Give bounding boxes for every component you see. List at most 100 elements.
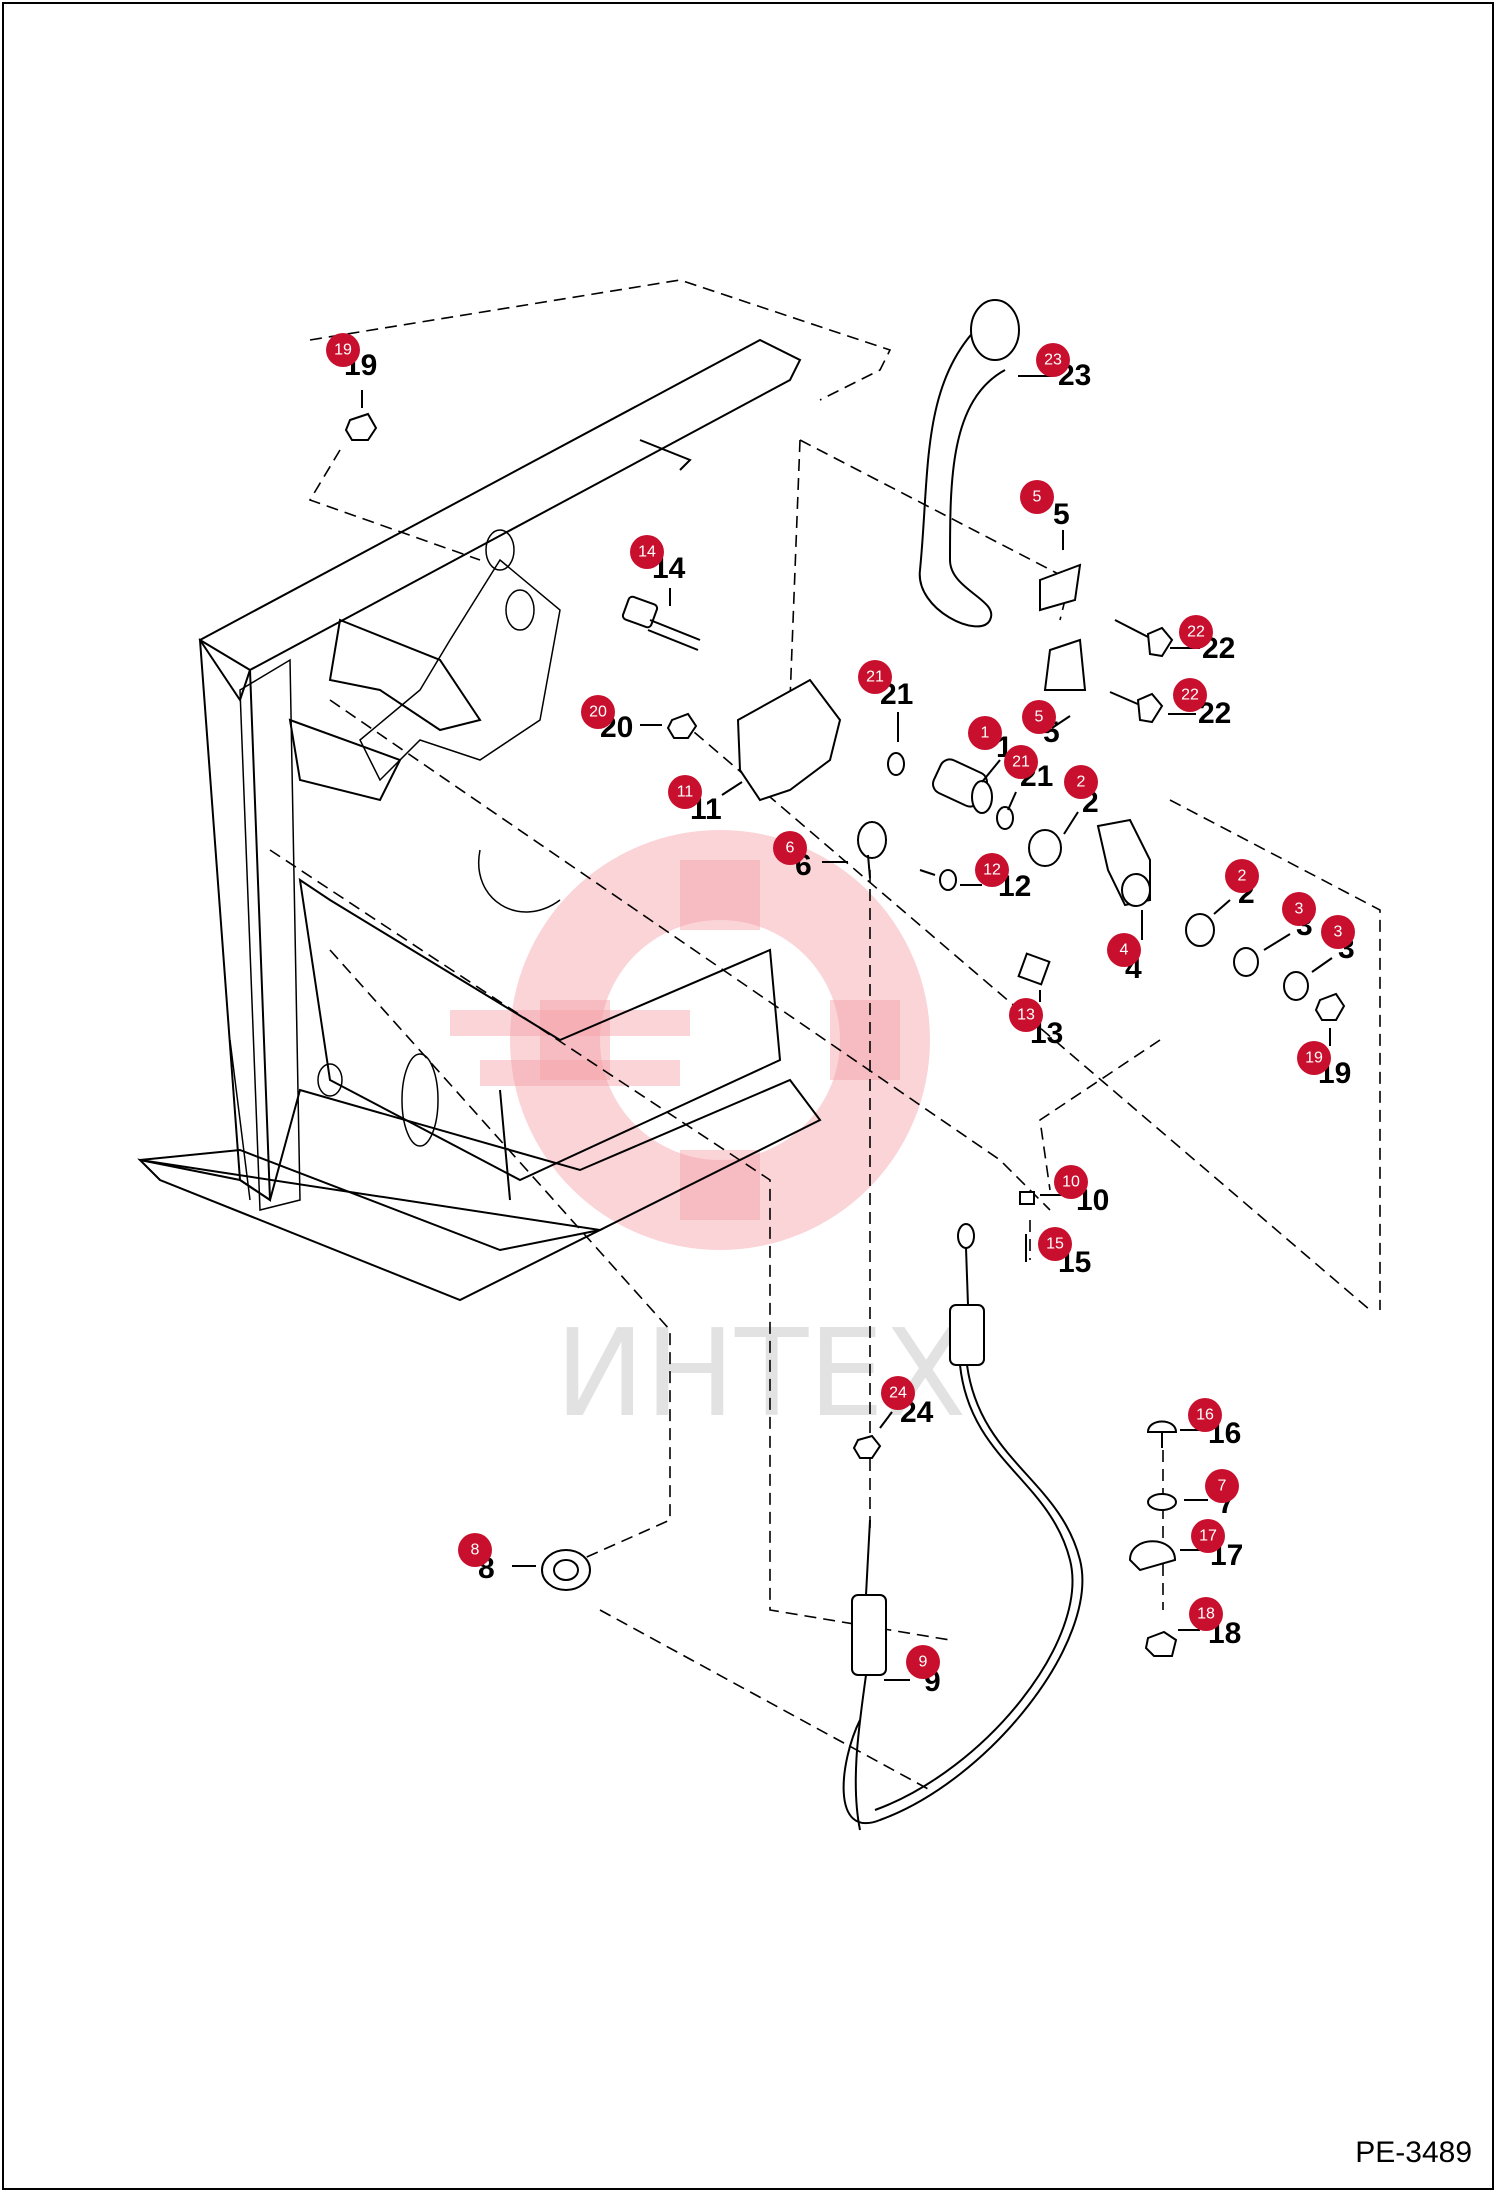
callout-bubble-10[interactable]: 10	[1054, 1165, 1088, 1199]
svg-text:5: 5	[1033, 489, 1042, 506]
nut-24	[852, 1434, 882, 1459]
washer-7	[1147, 1493, 1177, 1511]
svg-text:14: 14	[638, 544, 656, 561]
svg-text:22: 22	[1181, 687, 1199, 704]
callout-bubble-19[interactable]: 19	[1297, 1041, 1331, 1075]
bolt-22a	[1114, 619, 1174, 658]
callout-bubble-7[interactable]: 7	[1205, 1469, 1239, 1503]
callout-bubble-8[interactable]: 8	[458, 1533, 492, 1567]
svg-text:22: 22	[1187, 624, 1205, 641]
callout-bubble-1[interactable]: 1	[968, 716, 1002, 750]
callout-leader-3	[1311, 957, 1333, 973]
svg-text:6: 6	[786, 840, 795, 857]
callout-bubble-21[interactable]: 21	[1004, 745, 1038, 779]
watermark-gear-icon	[450, 830, 930, 1250]
svg-text:18: 18	[1197, 1606, 1215, 1623]
callout-bubble-9[interactable]: 9	[906, 1645, 940, 1679]
washer-3b	[1283, 971, 1309, 1001]
callout-bubble-5[interactable]: 5	[1020, 480, 1054, 514]
clamp-5-top	[1039, 563, 1082, 612]
callout-leader-3	[1263, 933, 1291, 951]
callout-label-5: 5	[1053, 498, 1070, 531]
svg-text:19: 19	[1305, 1050, 1323, 1067]
clamp-5-low	[1043, 638, 1087, 691]
callout-bubble-19[interactable]: 19	[326, 333, 360, 367]
svg-text:12: 12	[983, 862, 1001, 879]
svg-text:3: 3	[1295, 901, 1304, 918]
callout-bubble-5[interactable]: 5	[1022, 700, 1056, 734]
rod-end-6	[857, 821, 887, 879]
callout-bubble-14[interactable]: 14	[630, 535, 664, 569]
callout-leader-24	[879, 1411, 893, 1429]
washer-3a	[1233, 947, 1259, 977]
pin-10	[1019, 1191, 1035, 1205]
callout-bubble-22[interactable]: 22	[1173, 678, 1207, 712]
bolt-14	[621, 595, 701, 651]
drawing-id: PE-3489	[1355, 2136, 1472, 2169]
parts	[344, 299, 1346, 1831]
callout-bubble-15[interactable]: 15	[1038, 1227, 1072, 1261]
callout-bubble-3[interactable]: 3	[1321, 915, 1355, 949]
svg-text:3: 3	[1334, 924, 1343, 941]
nut-19-top	[344, 412, 378, 441]
callout-bubble-2[interactable]: 2	[1064, 765, 1098, 799]
nut-18	[1144, 1630, 1178, 1657]
callout-bubble-4[interactable]: 4	[1107, 933, 1141, 967]
cable-9	[842, 1223, 1084, 1831]
svg-text:17: 17	[1199, 1528, 1217, 1545]
bolt-22b	[1109, 691, 1164, 724]
washer-21b	[996, 806, 1014, 830]
bushing-1	[932, 758, 993, 814]
bushing-2b	[1185, 913, 1215, 947]
svg-text:5: 5	[1035, 709, 1044, 726]
callout-bubble-6[interactable]: 6	[773, 831, 807, 865]
bolt-12	[919, 869, 957, 891]
callout-bubble-13[interactable]: 13	[1009, 998, 1043, 1032]
nut-19-right	[1314, 992, 1346, 1021]
svg-text:15: 15	[1046, 1236, 1064, 1253]
svg-text:1: 1	[981, 725, 990, 742]
washer-21a	[887, 752, 905, 776]
handle-23	[918, 299, 1020, 628]
callout-leader-2	[1213, 899, 1231, 915]
callout-leader-1	[981, 759, 1001, 783]
clamp-17	[1128, 1540, 1177, 1572]
svg-text:21: 21	[1012, 754, 1030, 771]
svg-text:10: 10	[1062, 1174, 1080, 1191]
callout-bubble-23[interactable]: 23	[1036, 343, 1070, 377]
nut-20	[666, 712, 698, 739]
callout-leader-2	[1063, 811, 1079, 835]
callout-bubble-16[interactable]: 16	[1188, 1398, 1222, 1432]
callout-bubble-20[interactable]: 20	[581, 695, 615, 729]
grommet-8	[541, 1549, 591, 1591]
svg-text:24: 24	[889, 1385, 907, 1402]
callout-bubble-11[interactable]: 11	[668, 775, 702, 809]
svg-text:7: 7	[1218, 1478, 1227, 1495]
callout-leader-5	[1051, 715, 1071, 729]
svg-text:16: 16	[1196, 1407, 1214, 1424]
plate-11	[736, 678, 842, 802]
svg-text:8: 8	[471, 1542, 480, 1559]
svg-text:2: 2	[1238, 868, 1247, 885]
callout-bubble-17[interactable]: 17	[1191, 1519, 1225, 1553]
machine-frame	[137, 338, 822, 1302]
watermark-text: ИНТЕХ	[555, 1305, 966, 1444]
svg-text:23: 23	[1044, 352, 1062, 369]
svg-text:19: 19	[334, 342, 352, 359]
svg-text:2: 2	[1077, 774, 1086, 791]
svg-text:20: 20	[589, 704, 607, 721]
callout-bubble-3[interactable]: 3	[1282, 892, 1316, 926]
svg-text:4: 4	[1120, 942, 1129, 959]
callout-bubble-2[interactable]: 2	[1225, 859, 1259, 893]
svg-text:9: 9	[919, 1654, 928, 1671]
bolt-16	[1146, 1420, 1178, 1433]
callout-bubble-18[interactable]: 18	[1189, 1597, 1223, 1631]
callout-bubble-22[interactable]: 22	[1179, 615, 1213, 649]
callout-leader-21	[1007, 791, 1017, 811]
svg-text:21: 21	[866, 669, 884, 686]
callout-bubble-24[interactable]: 24	[881, 1376, 915, 1410]
callout-bubble-21[interactable]: 21	[858, 660, 892, 694]
callout-bubble-12[interactable]: 12	[975, 853, 1009, 887]
